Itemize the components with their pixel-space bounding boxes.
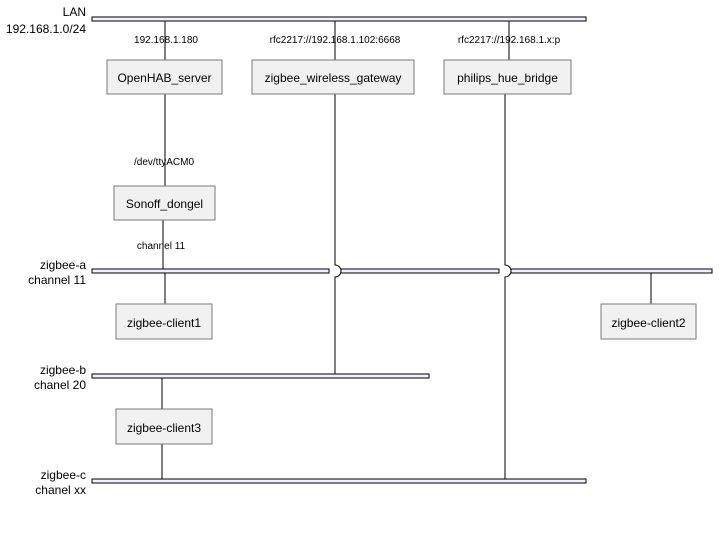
lan-address-label: 192.168.1.0/24	[6, 22, 86, 36]
node-zigbee-client2-label: zigbee-client2	[611, 316, 685, 330]
bus-zigbee-a-seg2	[340, 268, 500, 274]
node-zigbee-client3-label: zigbee-client3	[127, 421, 201, 435]
node-zigbee-client2[interactable]: zigbee-client2	[600, 303, 697, 340]
node-sonoff-dongel-label: Sonoff_dongel	[126, 197, 203, 211]
zigbee-b-address-label: chanel 20	[34, 378, 86, 392]
bus-zigbee-a-seg1	[91, 268, 330, 274]
bus-lan	[91, 16, 587, 22]
node-zigbee-wireless-gateway[interactable]: zigbee_wireless_gateway	[251, 59, 415, 95]
node-openhab-server-label: OpenHAB_server	[117, 71, 211, 85]
node-zigbee-wireless-gateway-label: zigbee_wireless_gateway	[265, 71, 402, 85]
bus-zigbee-c	[91, 478, 587, 484]
gateway-lan-address: rfc2217://192.168.1.102:6668	[270, 35, 401, 46]
hue-lan-address: rfc2217://192.168.1.x:p	[458, 35, 561, 46]
bus-zigbee-b	[91, 373, 430, 379]
node-zigbee-client1-label: zigbee-client1	[127, 316, 201, 330]
zigbee-a-name-label: zigbee-a	[40, 258, 86, 272]
zigbee-c-address-label: chanel xx	[35, 483, 86, 497]
sonoff-zigbee-a-address: channel 11	[137, 241, 186, 252]
node-zigbee-client1[interactable]: zigbee-client1	[115, 303, 213, 340]
node-zigbee-client3[interactable]: zigbee-client3	[115, 408, 213, 445]
node-philips-hue-bridge-label: philips_hue_bridge	[457, 71, 558, 85]
openhab-sonoff-address: /dev/ttyACM0	[134, 157, 194, 168]
lan-name-label: LAN	[63, 5, 86, 19]
node-sonoff-dongel[interactable]: Sonoff_dongel	[113, 185, 216, 221]
wire-gateway-zigbee-b	[334, 94, 342, 375]
openhab-lan-address: 192.168.1.180	[134, 35, 198, 46]
zigbee-b-name-label: zigbee-b	[40, 363, 86, 377]
zigbee-a-address-label: channel 11	[28, 273, 86, 287]
zigbee-c-name-label: zigbee-c	[41, 468, 86, 482]
node-openhab-server[interactable]: OpenHAB_server	[106, 59, 223, 95]
node-philips-hue-bridge[interactable]: philips_hue_bridge	[443, 59, 572, 95]
wire-hue-zigbee-c	[504, 94, 512, 480]
bus-zigbee-a-seg3	[510, 268, 713, 274]
